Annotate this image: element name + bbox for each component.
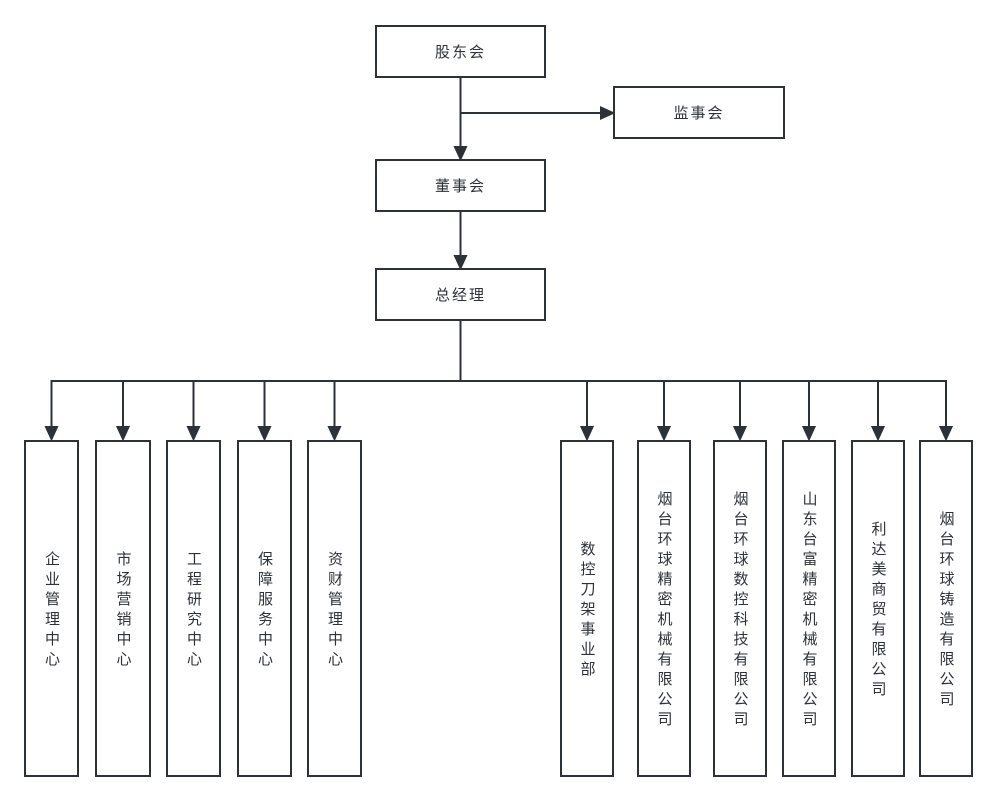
- node-yantai-huanqiu-casting: 烟台环球铸造有限公司: [919, 440, 973, 777]
- node-label: 资财管理中心: [326, 551, 344, 671]
- node-lidamei-trading: 利达美商贸有限公司: [851, 440, 905, 777]
- arrow-down-gm: [453, 255, 468, 271]
- node-label: 工程研究中心: [185, 551, 203, 671]
- node-label: 烟台环球精密机械有限公司: [655, 491, 674, 731]
- node-yantai-huanqiu-cnc-technology: 烟台环球数控科技有限公司: [713, 440, 767, 777]
- node-label: 企业管理中心: [43, 551, 61, 671]
- node-label: 烟台环球铸造有限公司: [937, 511, 956, 711]
- node-engineering-research-center: 工程研究中心: [166, 440, 221, 777]
- node-yantai-huanqiu-precision-machinery: 烟台环球精密机械有限公司: [637, 440, 691, 777]
- node-supervisors: 监事会: [613, 86, 785, 139]
- node-label: 烟台环球数控科技有限公司: [731, 491, 750, 731]
- node-label: 市场营销中心: [114, 551, 133, 671]
- node-board: 董事会: [375, 159, 546, 212]
- node-cnc-turret-division: 数控刀架事业部: [560, 440, 614, 777]
- node-label: 保障服务中心: [256, 551, 274, 671]
- node-marketing-center: 市场营销中心: [95, 440, 151, 777]
- node-enterprise-management-center: 企业管理中心: [24, 440, 79, 777]
- arrow-down-board: [453, 146, 468, 162]
- node-support-service-center: 保障服务中心: [237, 440, 292, 777]
- arrow-right-supervisors: [600, 105, 616, 121]
- node-general-manager: 总经理: [375, 268, 546, 321]
- node-asset-management-center: 资财管理中心: [307, 440, 362, 777]
- node-shandong-taifu-precision-machinery: 山东台富精密机械有限公司: [782, 440, 836, 777]
- node-label: 山东台富精密机械有限公司: [800, 491, 819, 731]
- node-shareholders: 股东会: [375, 25, 546, 78]
- node-label: 数控刀架事业部: [578, 541, 597, 681]
- node-label: 利达美商贸有限公司: [869, 521, 888, 701]
